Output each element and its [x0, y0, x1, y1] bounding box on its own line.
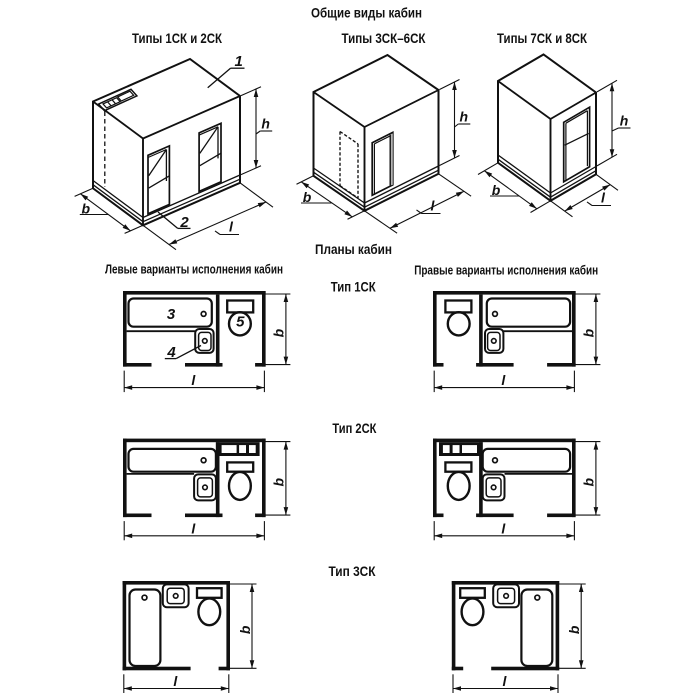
svg-text:Типы 1СК и 2СК: Типы 1СК и 2СК [132, 30, 222, 46]
svg-text:5: 5 [236, 313, 245, 330]
svg-text:b: b [581, 477, 597, 486]
svg-text:l: l [501, 520, 506, 536]
svg-text:Планы кабин: Планы кабин [315, 241, 392, 257]
svg-text:Тип 3СК: Тип 3СК [329, 563, 376, 579]
svg-text:l: l [173, 673, 178, 689]
svg-text:1: 1 [235, 53, 243, 70]
svg-text:l: l [431, 198, 436, 214]
svg-text:Тип 2СК: Тип 2СК [332, 420, 376, 436]
svg-text:3: 3 [167, 306, 176, 323]
svg-text:l: l [191, 372, 196, 388]
svg-text:Общие виды кабин: Общие виды кабин [311, 5, 422, 21]
svg-text:2: 2 [179, 214, 189, 231]
svg-text:Типы 7СК и 8СК: Типы 7СК и 8СК [497, 30, 587, 46]
svg-text:b: b [237, 625, 253, 634]
svg-text:b: b [581, 328, 597, 337]
svg-text:b: b [271, 477, 287, 486]
svg-text:l: l [601, 190, 606, 206]
svg-text:h: h [261, 116, 270, 132]
svg-text:l: l [501, 372, 506, 388]
svg-text:Правые варианты исполнения каб: Правые варианты исполнения кабин [414, 262, 598, 277]
svg-text:h: h [460, 109, 469, 125]
svg-text:Левые варианты исполнения каби: Левые варианты исполнения кабин [105, 262, 283, 277]
svg-text:Тип 1СК: Тип 1СК [331, 278, 376, 294]
svg-text:b: b [492, 182, 501, 198]
svg-text:4: 4 [166, 344, 176, 361]
svg-text:b: b [303, 189, 312, 205]
svg-text:b: b [566, 625, 582, 634]
svg-text:l: l [191, 520, 196, 536]
svg-text:h: h [620, 113, 629, 129]
svg-text:l: l [503, 673, 508, 689]
svg-text:l: l [229, 219, 234, 235]
svg-text:b: b [271, 328, 287, 337]
svg-text:b: b [82, 201, 91, 217]
svg-text:Типы 3СК–6СК: Типы 3СК–6СК [342, 30, 426, 46]
